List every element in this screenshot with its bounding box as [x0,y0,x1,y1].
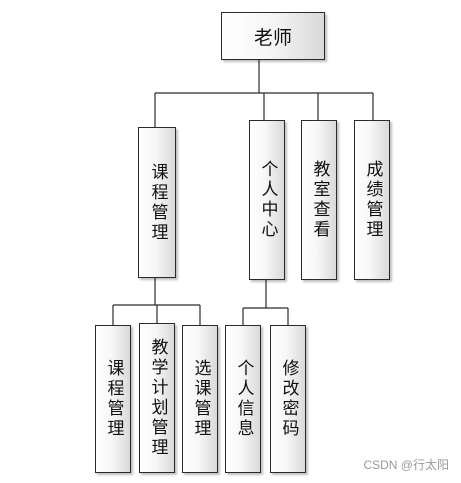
node-course-child-1-label: 课程管理 [103,359,124,439]
node-personal-center: 个人中心 [249,120,285,280]
node-course-child-course-selection: 选课管理 [182,325,218,473]
node-personal-child-info: 个人信息 [225,325,261,473]
node-personal-center-label: 个人中心 [257,160,278,240]
node-grade-management: 成绩管理 [354,120,390,280]
node-course-child-course-management: 课程管理 [95,325,131,473]
node-classroom-view: 教室查看 [301,120,337,280]
node-personal-child-2-label: 修改密码 [278,359,299,439]
node-personal-child-password: 修改密码 [270,325,306,473]
node-course-management: 课程管理 [138,127,176,278]
node-course-child-teaching-plan: 教学计划管理 [139,323,175,473]
node-teacher: 老师 [221,12,325,60]
node-course-management-label: 课程管理 [147,162,168,243]
node-course-child-2-label: 教学计划管理 [147,338,168,458]
node-course-child-3-label: 选课管理 [190,359,211,439]
node-teacher-label: 老师 [253,26,292,49]
node-personal-child-1-label: 个人信息 [233,359,254,439]
node-grade-management-label: 成绩管理 [362,160,383,240]
node-classroom-view-label: 教室查看 [309,160,330,240]
watermark: CSDN @行太阳 [363,458,449,472]
